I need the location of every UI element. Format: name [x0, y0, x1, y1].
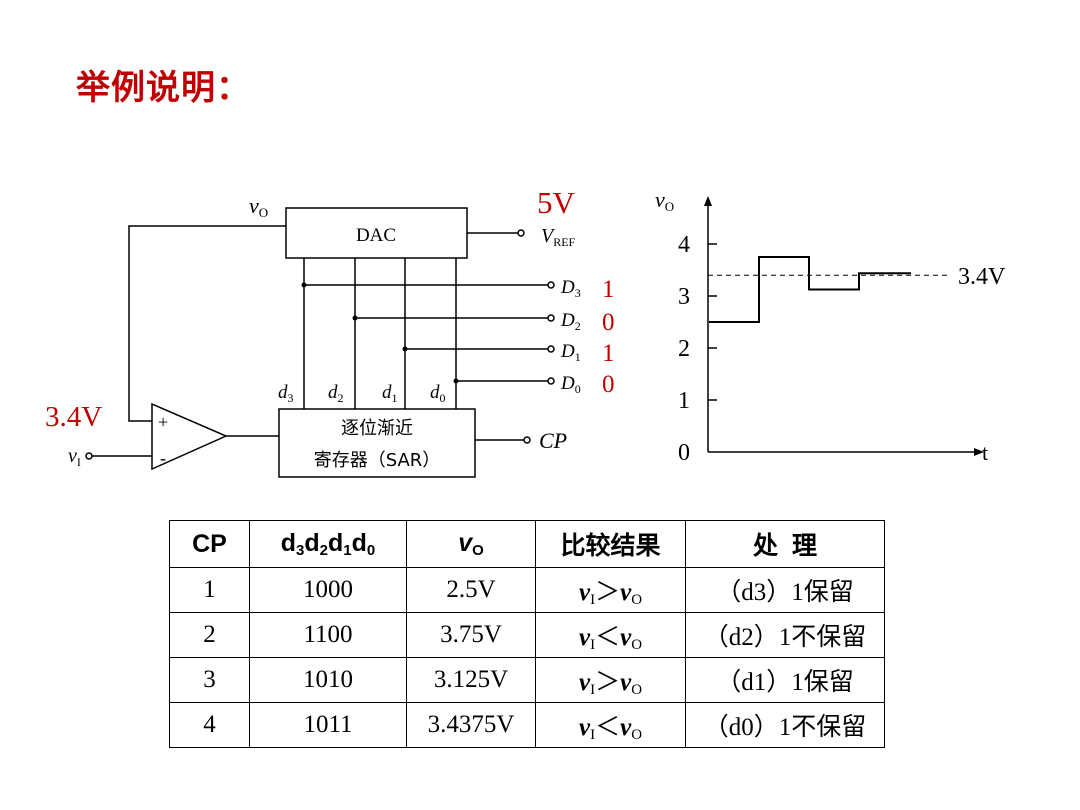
sar-block — [278, 408, 476, 478]
output-label-d3: D3 — [560, 277, 581, 300]
output-label-d2: D2 — [560, 310, 581, 333]
vref-terminal — [517, 229, 525, 237]
table-row: 2 1100 3.75V vI＜vO （d2）1不保留 — [169, 612, 885, 658]
output-value-d0: 0 — [602, 371, 615, 398]
y-tick-label: 4 — [678, 232, 690, 258]
sar-label-line1: 逐位渐近 — [341, 418, 413, 439]
header-result: 比较结果 — [535, 520, 686, 568]
output-value-d2: 0 — [602, 309, 615, 336]
chart-xlabel: t — [982, 440, 988, 465]
output-terminal-d1 — [547, 345, 555, 353]
junction-d0 — [453, 378, 459, 384]
output-terminal-d2 — [547, 314, 555, 322]
feedback-wire — [128, 225, 286, 422]
y-tick-label: 3 — [678, 284, 690, 310]
output-label-d1: D1 — [560, 341, 581, 364]
output-value-d1: 1 — [602, 340, 615, 367]
junction-d2 — [352, 315, 358, 321]
table-row: 4 1011 3.4375V vI＜vO （d0）1不保留 — [169, 702, 885, 748]
x-axis-arrow — [974, 448, 984, 456]
cell-vo: 3.125V — [406, 657, 536, 703]
cell-action: （d2）1不保留 — [685, 612, 885, 658]
cell-code: 1100 — [249, 612, 407, 658]
vi-label: vI — [68, 445, 81, 469]
y-tick-label: 2 — [678, 336, 690, 362]
comparator-plus: + — [158, 412, 168, 432]
header-bits: d3d2d1d0 — [249, 520, 407, 568]
bit-label-d0: d0 — [430, 382, 446, 405]
header-cp: CP — [169, 520, 250, 568]
cp-terminal — [523, 436, 531, 444]
cell-result: vI＜vO — [535, 702, 686, 748]
bit-label-d2: d2 — [328, 382, 344, 405]
vo-step-chart: vO t 0 1 2 3 4 3.4V — [655, 187, 1006, 466]
internal-bit-labels: d3 d2 d1 d0 — [278, 382, 446, 405]
dac-label: DAC — [356, 225, 396, 246]
page-title: 举例说明： — [76, 68, 251, 108]
result-table: CP d3d2d1d0 vO 比较结果 处 理 1 1000 2.5V vI＞v… — [169, 520, 885, 748]
comparator — [151, 402, 228, 471]
output-terminal-d0 — [547, 377, 555, 385]
cp-label: CP — [539, 428, 567, 453]
junction-d1 — [402, 346, 408, 352]
cell-action: （d3）1保留 — [685, 567, 885, 613]
cell-result: vI＞vO — [535, 657, 686, 703]
cell-code: 1000 — [249, 567, 407, 613]
table-header-row: CP d3d2d1d0 vO 比较结果 处 理 — [169, 520, 885, 568]
bit-label-d3: d3 — [278, 382, 294, 405]
bit-label-d1: d1 — [382, 382, 398, 405]
cell-vo: 3.4375V — [406, 702, 536, 748]
reference-label: 3.4V — [958, 264, 1006, 290]
vref-label: VREF — [541, 225, 576, 249]
chart-ylabel: vO — [655, 187, 674, 214]
input-value: 3.4V — [45, 401, 102, 433]
comparator-minus: - — [160, 448, 166, 468]
cell-vo: 2.5V — [406, 567, 536, 613]
cell-cp: 2 — [169, 612, 250, 658]
output-values: 1 0 1 0 — [602, 276, 615, 398]
output-label-d0: D0 — [560, 373, 581, 396]
cell-code: 1011 — [249, 702, 407, 748]
vo-step-line — [709, 256, 911, 323]
table-row: 1 1000 2.5V vI＞vO （d3）1保留 — [169, 567, 885, 613]
output-value-d3: 1 — [602, 276, 615, 303]
y-tick-label: 0 — [678, 440, 690, 466]
cell-action: （d0）1不保留 — [685, 702, 885, 748]
cell-cp: 4 — [169, 702, 250, 748]
cell-result: vI＜vO — [535, 612, 686, 658]
header-action: 处 理 — [685, 520, 885, 568]
cell-result: vI＞vO — [535, 567, 686, 613]
output-terminal-d3 — [547, 281, 555, 289]
header-vo: vO — [406, 520, 536, 568]
cell-cp: 3 — [169, 657, 250, 703]
vref-value: 5V — [537, 185, 576, 220]
cell-vo: 3.75V — [406, 612, 536, 658]
vi-terminal — [85, 452, 93, 460]
y-axis-arrow — [704, 196, 712, 206]
cell-action: （d1）1保留 — [685, 657, 885, 703]
cell-cp: 1 — [169, 567, 250, 613]
junction-d3 — [301, 282, 307, 288]
y-tick-label: 1 — [678, 388, 690, 414]
table-row: 3 1010 3.125V vI＞vO （d1）1保留 — [169, 657, 885, 703]
sar-label-line2: 寄存器（SAR） — [314, 450, 441, 471]
vo-label: vO — [249, 193, 268, 220]
cell-code: 1010 — [249, 657, 407, 703]
output-labels: D3 D2 D1 D0 — [560, 277, 581, 396]
